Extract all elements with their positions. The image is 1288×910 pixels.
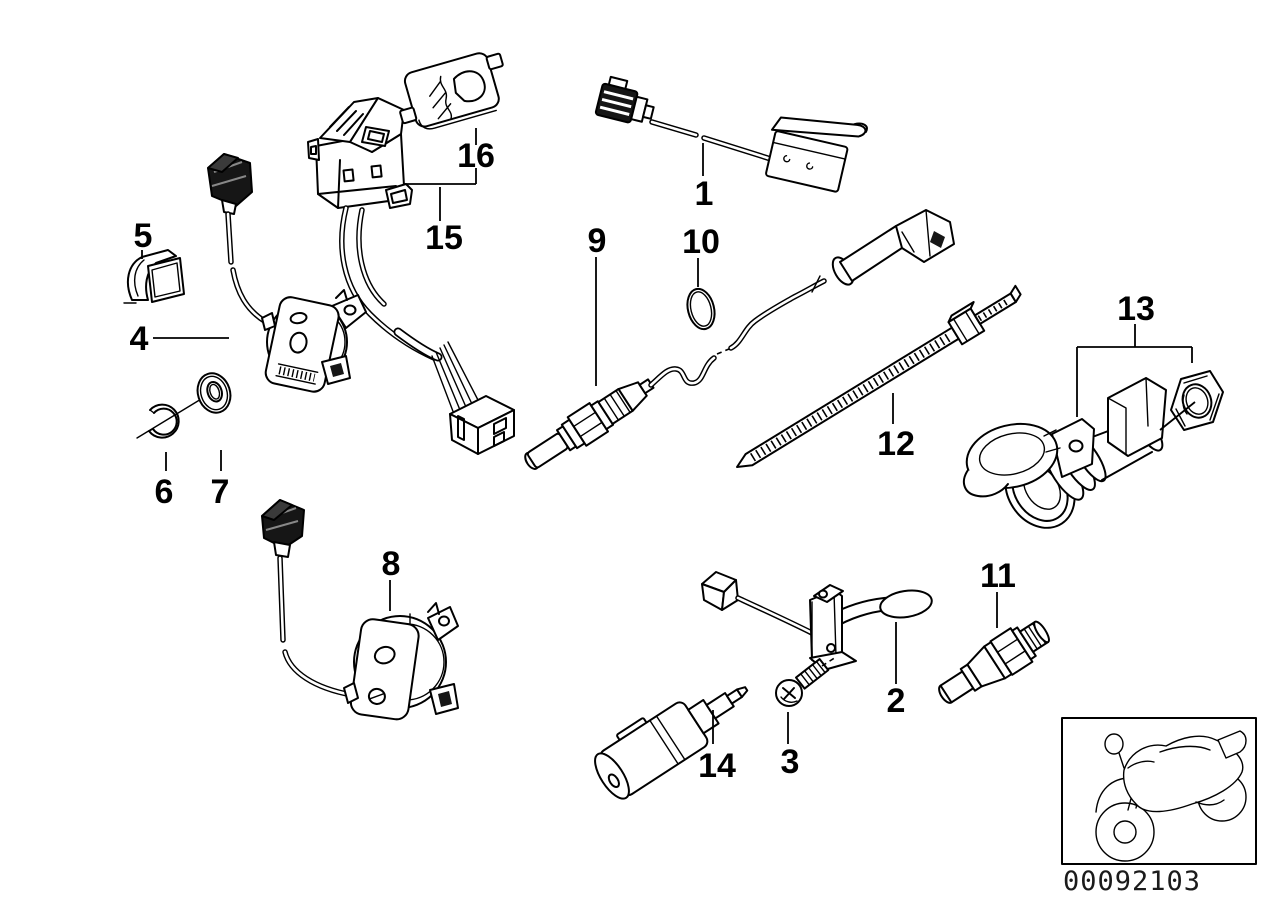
part-6-snap-ring-drawing xyxy=(136,389,217,439)
part-11-oil-pressure-switch-drawing xyxy=(938,620,1050,704)
part-14-accessory-plug-drawing xyxy=(594,686,749,800)
part-9-oxygen-sensor-drawing xyxy=(524,209,955,470)
callout-14[interactable]: 14 xyxy=(698,747,736,785)
callout-4[interactable]: 4 xyxy=(130,320,149,358)
leader-lines xyxy=(141,128,1193,744)
callouts: 1 2 3 4 5 6 7 8 9 10 11 12 13 14 15 16 xyxy=(130,137,1155,785)
part-1-micro-switch-drawing xyxy=(594,75,868,193)
callout-8[interactable]: 8 xyxy=(382,545,401,583)
callout-5[interactable]: 5 xyxy=(134,217,153,255)
motorcycle-icon xyxy=(1095,730,1247,862)
part-4-ignition-switch-drawing xyxy=(207,153,367,393)
callout-6[interactable]: 6 xyxy=(155,473,174,511)
part-8-ignition-switch-2-drawing xyxy=(261,499,459,721)
part-2-side-stand-switch-drawing xyxy=(701,571,933,671)
drawing-number: 00092103 xyxy=(1063,866,1201,897)
callout-16[interactable]: 16 xyxy=(457,137,495,175)
part-10-sealing-ring-drawing xyxy=(686,287,716,331)
callout-1[interactable]: 1 xyxy=(695,175,714,213)
callout-12[interactable]: 12 xyxy=(877,425,915,463)
part-16-switch-cap-drawing xyxy=(399,52,504,130)
callout-2[interactable]: 2 xyxy=(887,682,906,720)
motorcycle-thumbnail[interactable]: 00092103 xyxy=(1061,717,1257,897)
callout-9[interactable]: 9 xyxy=(588,222,607,260)
part-13-nut-drawing xyxy=(1170,370,1224,431)
callout-13[interactable]: 13 xyxy=(1117,290,1155,328)
callout-15[interactable]: 15 xyxy=(425,219,463,257)
part-13-power-socket-drawing xyxy=(962,370,1224,529)
part-5-clip-drawing xyxy=(123,249,185,304)
callout-3[interactable]: 3 xyxy=(781,743,800,781)
callout-10[interactable]: 10 xyxy=(682,223,720,261)
part-15-rocker-switch-drawing xyxy=(307,97,515,455)
callout-11[interactable]: 11 xyxy=(980,557,1016,595)
part-7-washer-drawing xyxy=(196,372,232,414)
part-3-screw-drawing xyxy=(775,656,837,707)
callout-7[interactable]: 7 xyxy=(211,473,230,511)
part-12-cable-strap-drawing xyxy=(736,284,1022,468)
